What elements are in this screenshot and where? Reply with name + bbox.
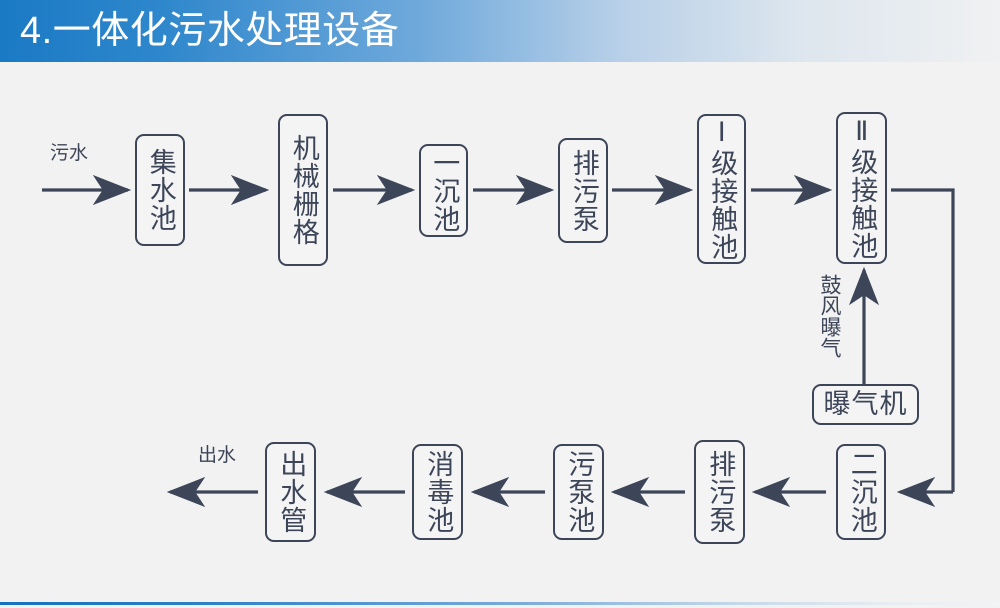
node-sewage-pump-bottom[interactable]: 排污泵 — [694, 440, 745, 544]
node-label: 集水池 — [145, 148, 176, 232]
node-primary-settler[interactable]: 一沉池 — [419, 144, 468, 237]
node-label: 一沉池 — [429, 148, 460, 233]
node-label: 机械栅格 — [288, 134, 319, 246]
outlet-label: 出水 — [198, 445, 237, 466]
node-label: 出水管 — [276, 450, 307, 534]
aeration-label: 鼓风曝气 — [818, 274, 842, 358]
node-sludge-pump-tank[interactable]: 污泵池 — [553, 444, 604, 540]
node-label: Ⅱ级接触池 — [847, 116, 878, 260]
page-title: 4.一体化污水处理设备 — [20, 10, 400, 52]
wire-contact2-to-secondary — [891, 188, 955, 492]
node-contact-tank-1[interactable]: Ⅰ级接触池 — [697, 114, 746, 264]
node-label: 排污泵 — [705, 450, 736, 534]
node-aerator[interactable]: 曝气机 — [812, 384, 919, 425]
footer-divider — [0, 602, 1000, 605]
node-label: Ⅰ级接触池 — [707, 117, 738, 261]
node-sewage-pump-top[interactable]: 排污泵 — [558, 138, 608, 243]
node-label: 二沉池 — [846, 450, 877, 534]
process-flow-diagram: 污水 出水 鼓风曝气 集水池 机械栅格 一沉池 排污泵 Ⅰ级接触池 Ⅱ级接触池 … — [0, 62, 1000, 602]
node-collection-tank[interactable]: 集水池 — [135, 134, 185, 246]
inlet-label: 污水 — [50, 143, 89, 164]
node-label: 消毒池 — [423, 450, 454, 534]
node-mechanical-grille[interactable]: 机械栅格 — [278, 114, 328, 266]
node-contact-tank-2[interactable]: Ⅱ级接触池 — [836, 112, 887, 264]
node-secondary-settler[interactable]: 二沉池 — [836, 444, 886, 540]
node-outlet-pipe[interactable]: 出水管 — [265, 442, 316, 542]
node-label: 曝气机 — [823, 389, 908, 419]
node-label: 排污泵 — [568, 148, 599, 233]
node-disinfection-tank[interactable]: 消毒池 — [412, 444, 463, 540]
slide-header-bar: 4.一体化污水处理设备 — [0, 0, 1000, 62]
node-label: 污泵池 — [564, 450, 595, 534]
